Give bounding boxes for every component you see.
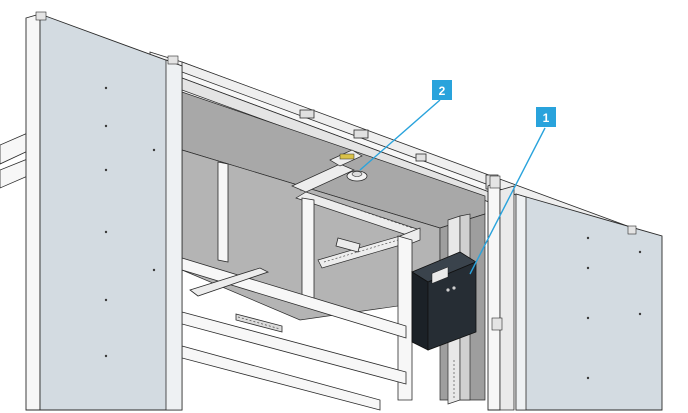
right-door-hinge bbox=[491, 317, 503, 331]
callout-2: 2 bbox=[359, 80, 452, 171]
right-door-screws bbox=[586, 236, 642, 380]
cable-tray bbox=[291, 149, 421, 269]
control-box bbox=[411, 251, 477, 351]
interior-posts bbox=[217, 161, 413, 401]
callout-2-badge bbox=[432, 80, 452, 100]
callout-1-label: 1 bbox=[543, 111, 550, 125]
control-box-indicator bbox=[446, 288, 450, 292]
control-box-face bbox=[427, 261, 477, 351]
left-door-hinge bbox=[167, 55, 179, 65]
callout-1: 1 bbox=[469, 107, 556, 275]
left-door-screws bbox=[104, 86, 156, 358]
callout-2-label: 2 bbox=[439, 84, 446, 98]
right-door-edge bbox=[515, 193, 527, 411]
left-door-hinge bbox=[35, 11, 47, 21]
horizontal-rails bbox=[181, 257, 407, 411]
left-door bbox=[25, 11, 183, 411]
rear-frame-rails bbox=[0, 131, 31, 189]
right-door-frame bbox=[487, 179, 501, 411]
right-door-hinge bbox=[627, 225, 637, 235]
control-box-front bbox=[411, 271, 429, 351]
control-box-label-plate bbox=[431, 266, 449, 284]
left-door-edge bbox=[165, 59, 183, 411]
callout-1-badge bbox=[536, 107, 556, 127]
left-door-frame bbox=[25, 13, 41, 411]
left-door-panel bbox=[39, 13, 183, 411]
callout-2-leader bbox=[359, 99, 441, 171]
right-door-hinge bbox=[489, 175, 501, 189]
right-door-hinge-strip bbox=[499, 185, 515, 411]
ceiling-sensor bbox=[339, 153, 368, 182]
callout-1-leader bbox=[469, 127, 546, 275]
right-door bbox=[487, 175, 663, 411]
control-box-indicator bbox=[452, 286, 456, 290]
